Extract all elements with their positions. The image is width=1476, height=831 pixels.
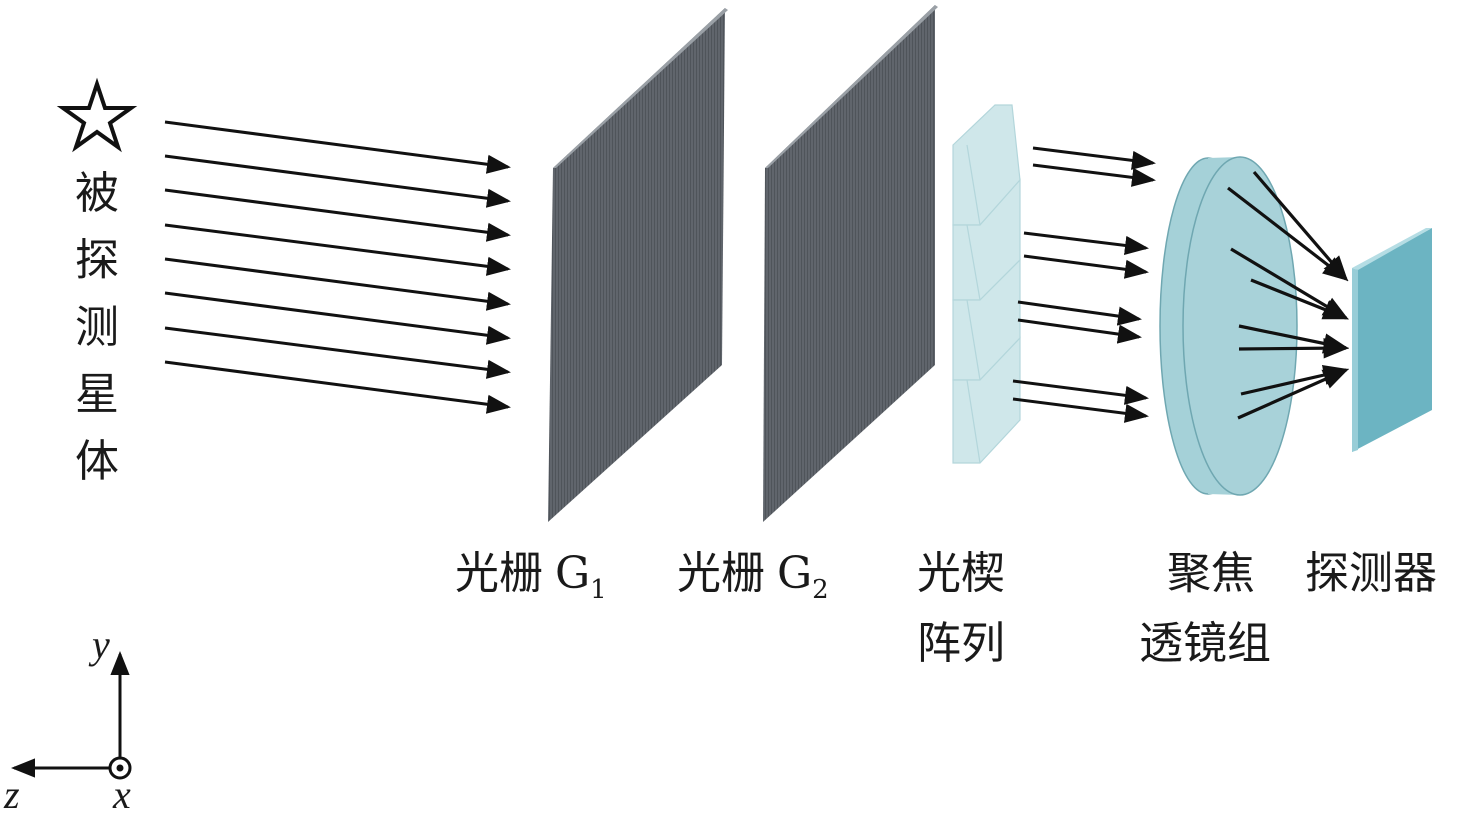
lens-label-line2: 透镜组 (1139, 618, 1271, 669)
axis-label-x: x (112, 772, 131, 817)
coordinate-axes: y z x (3, 622, 132, 817)
focusing-lens (1159, 156, 1298, 496)
source-char: 体 (75, 436, 119, 487)
wedge-label-line2: 阵列 (917, 618, 1005, 669)
source-char: 被 (75, 168, 119, 219)
star-icon (56, 77, 138, 153)
lens-label-line1: 聚焦 (1167, 548, 1255, 599)
incoming-rays (164, 120, 511, 414)
source-char: 星 (75, 369, 119, 420)
wedge-label-line1: 光楔 (917, 548, 1005, 599)
focused-rays (1227, 170, 1350, 420)
source-label: 被 探 测 星 体 (75, 168, 119, 487)
grating-g2 (763, 5, 938, 522)
wedge-array (952, 104, 1021, 464)
deflected-rays (1012, 146, 1156, 423)
detector (1352, 228, 1432, 452)
detector-label: 探测器 (1305, 548, 1437, 599)
axis-label-y: y (88, 622, 110, 667)
source-char: 测 (75, 302, 119, 353)
grating-g1 (548, 8, 728, 522)
axis-label-z: z (3, 772, 20, 817)
source-char: 探 (75, 235, 119, 286)
